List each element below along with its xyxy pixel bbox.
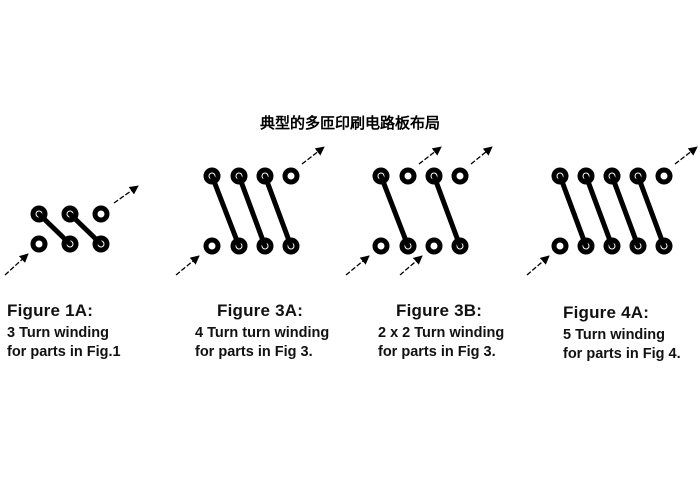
figure-3b-caption: Figure 3B: 2 x 2 Turn winding for parts …	[378, 301, 504, 362]
figure-3b-arrows	[345, 146, 493, 276]
figure-4a-arrows	[526, 146, 698, 276]
figure-1a-label: Figure 1A:	[7, 301, 94, 320]
figure-4a-arrow-out	[674, 146, 698, 165]
figure-3b-arrow-in-2	[399, 255, 423, 276]
figure-4a-label: Figure 4A:	[563, 303, 650, 322]
figure-3b-arrow-out-2	[470, 146, 493, 165]
figure-3b-line1: 2 x 2 Turn winding	[378, 325, 505, 341]
figure-1a-line2: for parts in Fig.1	[7, 344, 121, 360]
figure-1a-pads	[30, 205, 110, 253]
figure-4a-line1: 5 Turn winding	[563, 327, 666, 343]
figure-3a-pads	[203, 167, 300, 255]
figure-3b-pads	[372, 167, 469, 255]
figure-4a-pattern	[526, 146, 698, 276]
figure-3a-pattern	[175, 146, 325, 276]
page-title: 典型的多匝印刷电路板布局	[259, 114, 440, 132]
figure-4a-traces	[557, 173, 667, 249]
figure-4a-pads	[551, 167, 673, 255]
figure-3a-traces	[209, 173, 294, 249]
figure-3b-label: Figure 3B:	[396, 301, 483, 320]
figure-3a-line2: for parts in Fig 3.	[195, 344, 313, 360]
figure-1a-arrows	[4, 185, 139, 276]
figure-3b-arrow-out-1	[418, 146, 442, 165]
figure-3a-label: Figure 3A:	[217, 301, 304, 320]
figure-3b-arrow-in-1	[345, 255, 370, 276]
figure-4a-line2: for parts in Fig 4.	[563, 346, 681, 362]
figure-3a-arrow-out	[301, 146, 325, 165]
figure-3b-traces	[378, 173, 463, 249]
figure-1a-line1: 3 Turn winding	[7, 325, 110, 341]
figure-4a-arrow-in	[526, 255, 550, 276]
figure-1a-caption: Figure 1A: 3 Turn winding for parts in F…	[7, 301, 121, 362]
figure-3b-line2: for parts in Fig 3.	[378, 344, 496, 360]
figure-4a-caption: Figure 4A: 5 Turn winding for parts in F…	[563, 303, 681, 364]
figure-3a-line1: 4 Turn turn winding	[195, 325, 330, 341]
figure-3b-pattern	[345, 146, 493, 276]
figure-3a-arrows	[175, 146, 325, 276]
figure-1a-arrow-out	[113, 185, 139, 204]
figure-1a-arrow-in	[4, 253, 29, 276]
figure-3a-caption: Figure 3A: 4 Turn turn winding for parts…	[195, 301, 329, 362]
figure-3a-arrow-in	[175, 255, 200, 276]
figure-1a-pattern	[4, 185, 139, 276]
